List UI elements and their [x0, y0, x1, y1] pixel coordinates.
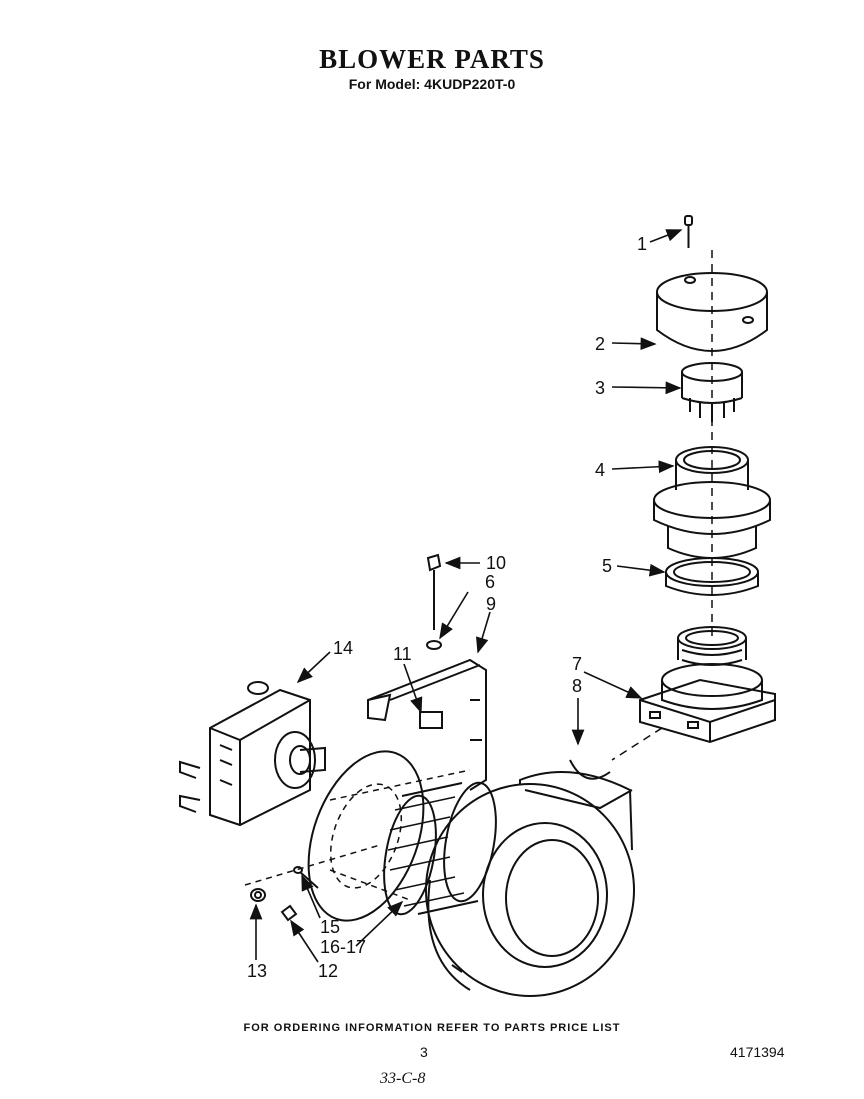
callout-6: 6 [485, 572, 495, 592]
callout-2: 2 [595, 334, 605, 354]
callout-11: 11 [393, 644, 412, 664]
callout-14: 14 [333, 638, 353, 658]
callout-1: 1 [637, 234, 647, 254]
part-7-8-housing-base [639, 626, 776, 744]
page-title: BLOWER PARTS [319, 44, 545, 74]
model-subtitle: For Model: 4KUDP220T-0 [348, 76, 516, 92]
ordering-note: FOR ORDERING INFORMATION REFER TO PARTS … [243, 1022, 621, 1034]
mounting-plate [307, 750, 471, 922]
callout-labels: 1 2 3 4 5 6 7 8 9 10 11 12 13 14 15 16-1… [247, 234, 647, 981]
base-to-blower-axis [611, 727, 663, 761]
callout-leaders [249, 229, 683, 963]
callout-7: 7 [572, 654, 582, 674]
part-9-bracket [367, 658, 487, 791]
part-16-17-blower-wheel [383, 781, 497, 916]
part-10-screw [426, 553, 442, 630]
callout-10: 10 [486, 553, 506, 573]
part-14-motor [179, 681, 326, 827]
callout-16-17: 16-17 [320, 937, 366, 957]
part-1-screw [684, 215, 693, 248]
callout-12: 12 [318, 961, 338, 981]
callout-8: 8 [572, 676, 582, 696]
part-5-ring [665, 557, 759, 596]
document-number: 4171394 [730, 1044, 785, 1060]
handwritten-code: 33-C-8 [380, 1070, 426, 1087]
part-12-screw [280, 904, 298, 922]
callout-3: 3 [595, 378, 605, 398]
callout-5: 5 [602, 556, 612, 576]
callout-13: 13 [247, 961, 267, 981]
part-11-clip [419, 711, 443, 729]
part-3-switch [681, 362, 743, 422]
callout-4: 4 [595, 460, 605, 480]
blower-housing [425, 759, 635, 997]
part-6-washer [426, 640, 442, 650]
callout-15: 15 [320, 917, 340, 937]
page-number: 3 [420, 1044, 428, 1060]
part-2-cap [656, 272, 768, 352]
part-13-nut [250, 888, 266, 902]
callout-9: 9 [486, 594, 496, 614]
fastener-axis [244, 844, 381, 886]
